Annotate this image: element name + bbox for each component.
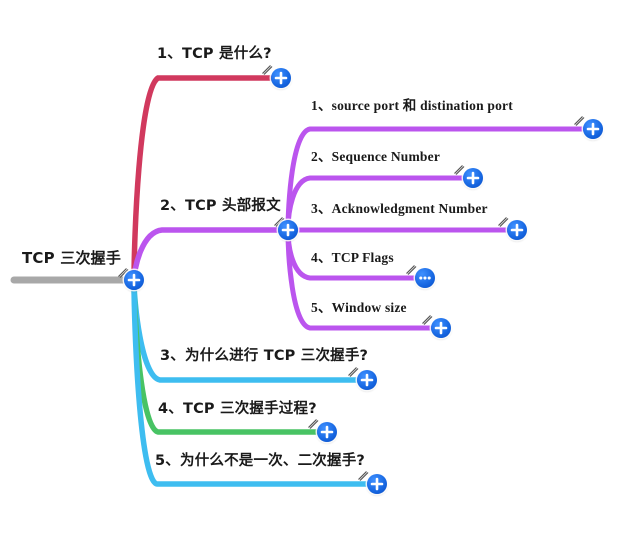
branch-1-label: 1、TCP 是什么? [157,46,272,62]
plus-icon [127,273,141,287]
branch-4-label: 4、TCP 三次握手过程? [158,401,317,417]
branch-3-add-button[interactable] [357,370,377,390]
branch-2-4-label: 4、TCP Flags [311,250,394,265]
branch-2-label: 2、TCP 头部报文 [160,198,281,214]
branch-2-2-label: 2、Sequence Number [311,149,441,164]
plus-icon [320,425,334,439]
root-add-button[interactable] [124,270,144,290]
branch-2-add-button[interactable] [278,220,298,240]
plus-icon [274,71,288,85]
plus-icon [360,373,374,387]
branch-2-1-add-button[interactable] [583,119,603,139]
branch-1-add-button[interactable] [271,68,291,88]
plus-icon [510,223,524,237]
ellipsis-icon [419,276,431,280]
branch-2-3-label: 3、Acknowledgment Number [311,201,488,216]
connector-branch-1 [131,75,279,284]
branch-3-label: 3、为什么进行 TCP 三次握手? [160,348,369,364]
branch-5-label: 5、为什么不是一次、二次握手? [155,453,365,469]
branch-4-add-button[interactable] [317,422,337,442]
plus-icon [281,223,295,237]
branch-2-4-more-button[interactable] [415,268,435,288]
plus-icon [434,321,448,335]
branch-2-5-add-button[interactable] [431,318,451,338]
root-node-label: TCP 三次握手 [22,249,122,267]
branch-2-1-label: 1、source port 和 distination port [311,98,513,113]
plus-icon [586,122,600,136]
branch-2-5-label: 5、Window size [311,300,407,315]
branch-5-add-button[interactable] [367,474,387,494]
branch-2-2-add-button[interactable] [463,168,483,188]
connector-branch-2 [131,227,291,284]
branch-2-3-add-button[interactable] [507,220,527,240]
plus-icon [466,171,480,185]
plus-icon [370,477,384,491]
